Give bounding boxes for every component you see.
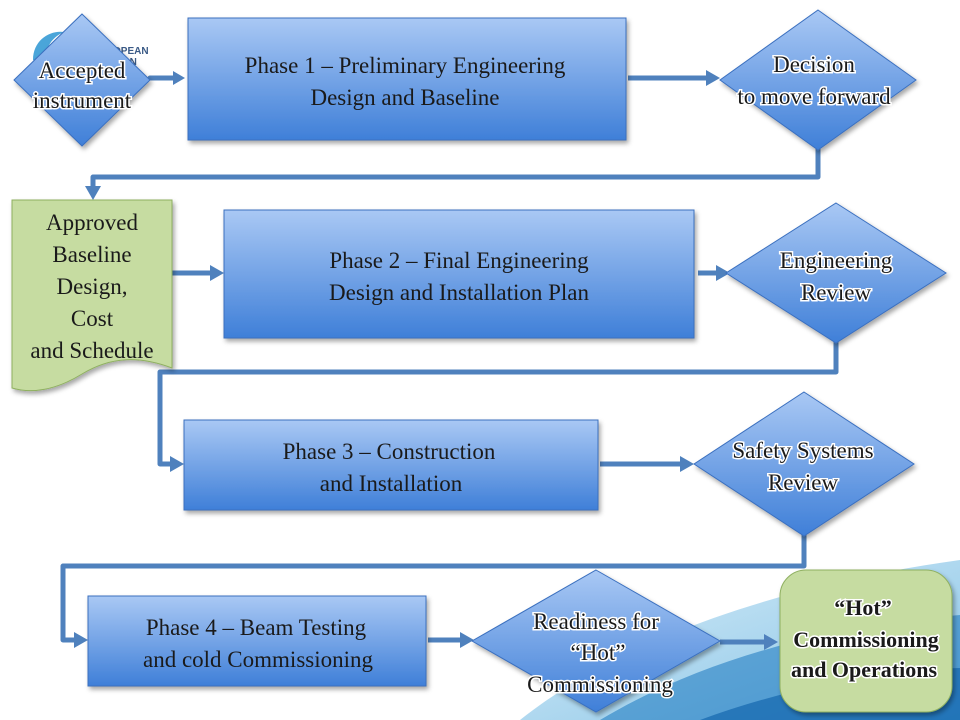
arrowhead-icon [460, 632, 474, 648]
arrowhead-icon [716, 265, 730, 281]
end-label-3: and Operations [791, 657, 938, 682]
arrowhead-icon [74, 632, 88, 648]
connectors [60, 70, 839, 650]
decision4-node: Readiness for “Hot” Commissioning [470, 569, 722, 713]
end-label-1: “Hot” [834, 595, 891, 620]
decision1-node: Decision to move forward [719, 9, 917, 151]
decision3-label-2: Review [768, 470, 839, 495]
doc-label-1: Approved [46, 210, 138, 235]
decision4-label-2: “Hot” [571, 640, 626, 665]
connector-decision2-phase3 [157, 342, 839, 467]
arrowhead-icon [85, 186, 101, 200]
start-label-2: instrument [33, 88, 132, 113]
decision3-node: Safety Systems Review [693, 391, 915, 537]
logo-text-1: OPEAN [113, 46, 149, 57]
phase2-node: Phase 2 – Final Engineering Design and I… [223, 209, 695, 339]
phase3-label-1: Phase 3 – Construction [283, 439, 496, 464]
end-label-2: Commissioning [793, 627, 938, 652]
arrowhead-icon [706, 70, 720, 86]
phase1-node: Phase 1 – Preliminary Engineering Design… [187, 17, 627, 141]
phase1-label-1: Phase 1 – Preliminary Engineering [245, 53, 566, 78]
approved-baseline-document: Approved Baseline Design, Cost and Sched… [11, 199, 173, 392]
phase4-node: Phase 4 – Beam Testing and cold Commissi… [87, 595, 427, 687]
end-node: “Hot” Commissioning and Operations [779, 569, 953, 713]
start-label-1: Accepted [39, 58, 126, 83]
decision2-node: Engineering Review [725, 202, 947, 344]
phase3-node: Phase 3 – Construction and Installation [183, 419, 599, 511]
arrowhead-icon [680, 456, 694, 472]
decision2-label-1: Engineering [780, 248, 893, 273]
arrowhead-icon [173, 71, 185, 85]
decision4-label-1: Readiness for [533, 609, 659, 634]
connector-decision1-doc [90, 148, 821, 188]
decision1-label-2: to move forward [737, 84, 891, 109]
decision2-label-2: Review [801, 280, 872, 305]
doc-label-3: Design, [57, 274, 128, 299]
start-node: Accepted instrument [13, 13, 151, 147]
phase2-label-1: Phase 2 – Final Engineering [329, 248, 589, 273]
phase4-label-2: and cold Commissioning [143, 647, 374, 672]
arrowhead-icon [764, 634, 778, 650]
arrowhead-icon [210, 265, 224, 281]
doc-label-4: Cost [71, 306, 114, 331]
decision4-label-3: Commissioning [527, 672, 673, 697]
connector-decision3-phase4 [60, 534, 807, 643]
arrowhead-icon [170, 456, 184, 472]
decision1-label-1: Decision [773, 52, 855, 77]
phase4-label-1: Phase 4 – Beam Testing [146, 615, 367, 640]
decision3-label-1: Safety Systems [732, 438, 873, 463]
phase1-label-2: Design and Baseline [310, 85, 499, 110]
doc-label-5: and Schedule [30, 338, 153, 363]
doc-label-2: Baseline [52, 242, 131, 267]
phase3-label-2: and Installation [320, 471, 463, 496]
phase2-label-2: Design and Installation Plan [329, 280, 589, 305]
